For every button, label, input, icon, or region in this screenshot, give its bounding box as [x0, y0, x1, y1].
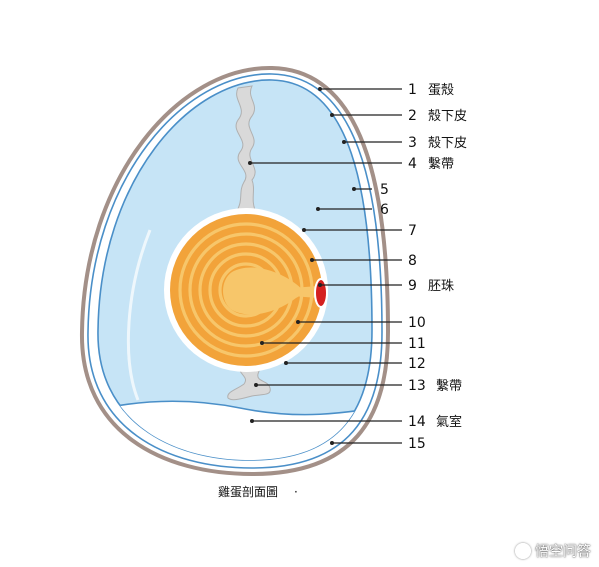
label-name-1: 蛋殼	[428, 83, 454, 98]
watermark-text: 悟空问答	[535, 544, 591, 560]
outer-shell-membrane	[87, 73, 383, 469]
label-number-3: 3	[408, 135, 417, 151]
label-number-7: 7	[408, 223, 417, 239]
label-number-12: 12	[408, 356, 426, 372]
label-number-4: 4	[408, 156, 417, 172]
label-number-2: 2	[408, 108, 417, 124]
label-name-3: 殼下皮	[428, 136, 467, 151]
label-number-6: 6	[380, 202, 389, 218]
label-number-1: 1	[408, 82, 417, 98]
latebra	[223, 267, 302, 315]
label-number-15: 15	[408, 436, 426, 452]
label-number-10: 10	[408, 315, 426, 331]
diagram-caption: 雞蛋剖面圖	[218, 485, 278, 499]
leader-lines	[250, 88, 402, 444]
wukong-logo-icon	[515, 543, 531, 559]
label-number-5: 5	[380, 182, 389, 198]
label-name-4: 繫帶	[428, 157, 454, 172]
label-name-2: 殼下皮	[428, 109, 467, 124]
label-number-11: 11	[408, 336, 426, 352]
latebra-neck	[292, 286, 318, 298]
leader-dots	[248, 87, 356, 445]
label-number-8: 8	[408, 253, 417, 269]
label-name-9: 胚珠	[428, 279, 454, 294]
lower-chalaza	[227, 363, 271, 401]
label-number-13: 13	[408, 378, 426, 394]
thin-albumen-highlight	[126, 229, 152, 401]
label-number-14: 14	[408, 414, 426, 430]
label-name-14: 氣室	[436, 414, 462, 430]
label-name-13: 繫帶	[436, 379, 462, 394]
diagram-caption-mark: ·	[294, 485, 298, 499]
watermark: 悟空问答	[515, 541, 591, 561]
label-number-9: 9	[408, 278, 417, 294]
germinal-disc	[314, 278, 328, 308]
